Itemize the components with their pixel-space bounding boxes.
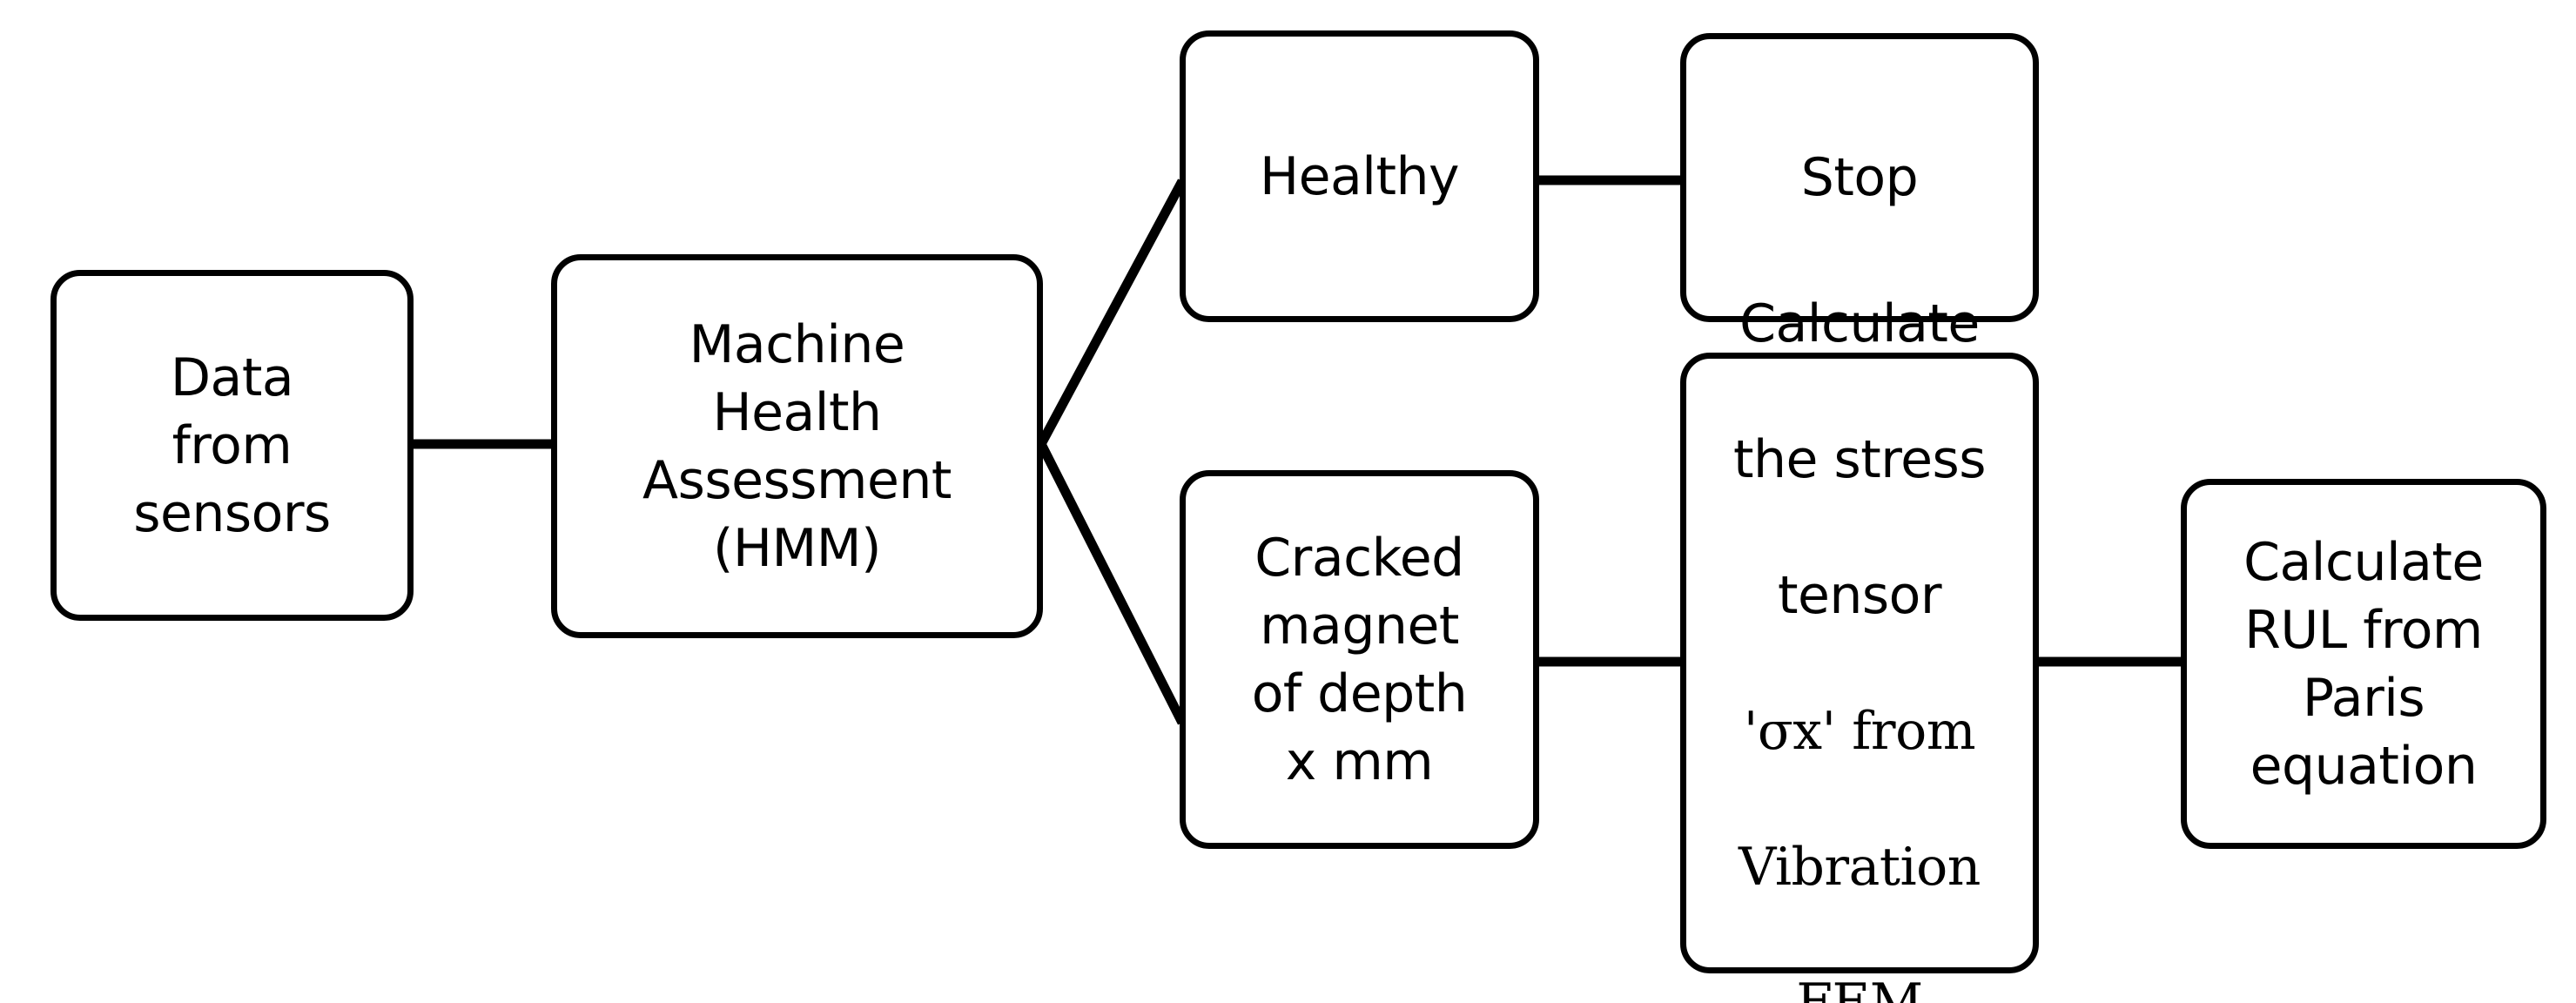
stress-line-3: tensor [1777,564,1942,626]
stress-line-6: FEM [1796,972,1923,1003]
node-calculate-rul-label: Calculate RUL from Paris equation [2243,531,2484,797]
stress-line-1: Calculate [1739,293,1980,354]
node-machine-health-assessment-label: Machine Health Assessment (HMM) [642,313,952,579]
connector-hmm-to-healthy [1037,178,1187,447]
connector-hmm-to-cracked [1037,441,1187,725]
node-calculate-stress-tensor-label: Calculate the stress tensor 'σx' from Vi… [1686,222,2033,1003]
node-cracked-magnet[interactable]: Cracked magnet of depth x mm [1180,470,1539,849]
node-stop-label: Stop [1800,147,1919,208]
node-data-from-sensors[interactable]: Data from sensors [50,270,414,621]
node-healthy[interactable]: Healthy [1180,30,1539,322]
node-calculate-stress-tensor[interactable]: Calculate the stress tensor 'σx' from Vi… [1680,293,2039,1003]
node-healthy-label: Healthy [1259,145,1460,207]
stress-line-5: Vibration [1739,836,1981,898]
node-data-from-sensors-label: Data from sensors [133,347,331,544]
stress-line-2: the stress [1732,428,1987,490]
node-cracked-magnet-label: Cracked magnet of depth x mm [1251,527,1468,792]
node-machine-health-assessment[interactable]: Machine Health Assessment (HMM) [551,254,1043,638]
stress-line-4: 'σx' from [1743,700,1976,762]
node-calculate-rul[interactable]: Calculate RUL from Paris equation [2181,479,2546,849]
